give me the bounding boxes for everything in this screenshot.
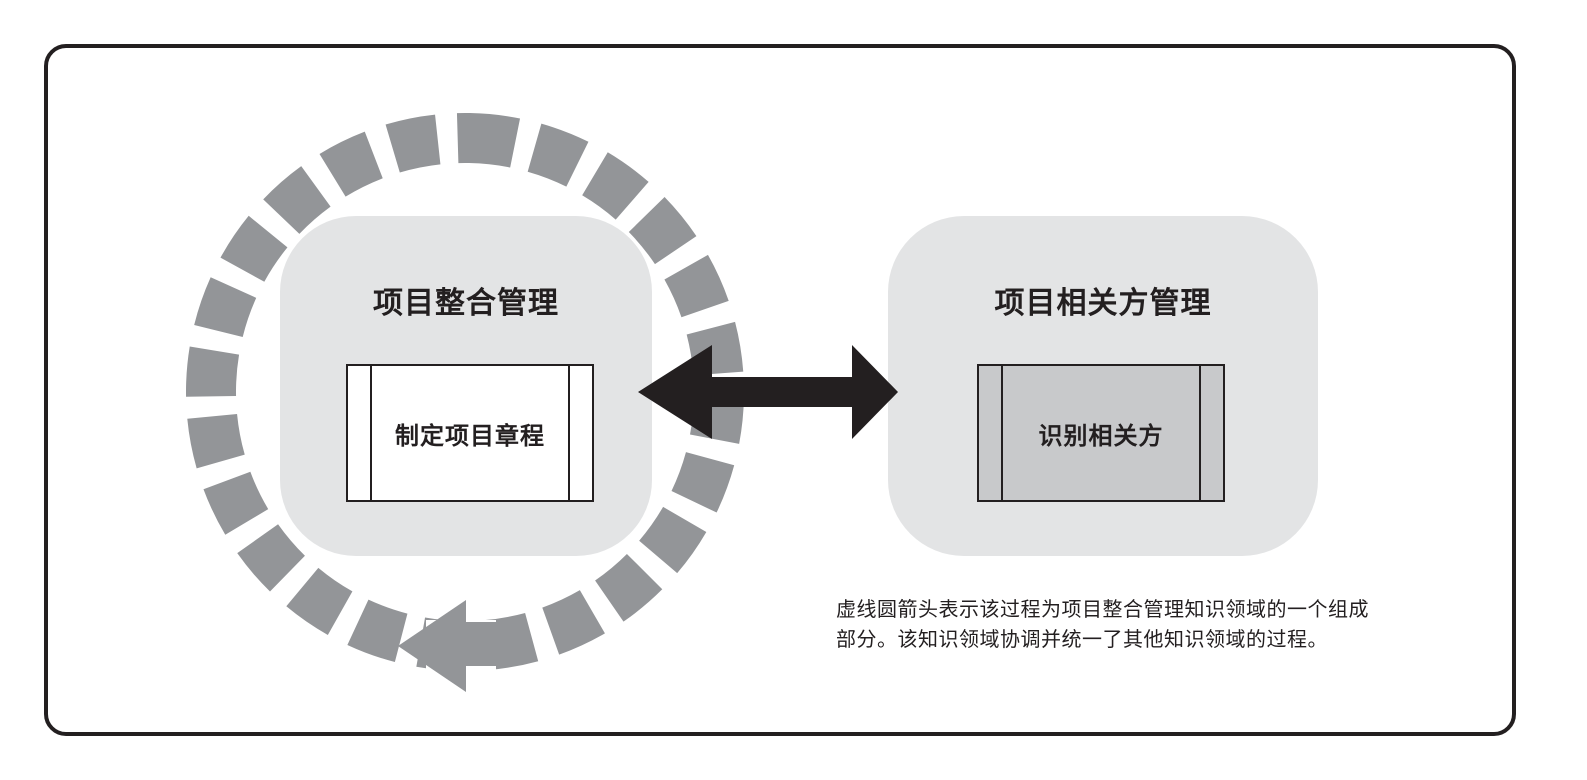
process-left-bar: [370, 366, 372, 500]
diagram-frame: [44, 44, 1516, 736]
process-label-stakeholders: 识别相关方: [1038, 421, 1164, 450]
process-right-bar: [1199, 366, 1201, 500]
process-right-bar: [568, 366, 570, 500]
process-identify-stakeholders: 识别相关方: [977, 364, 1225, 502]
double-headed-arrow-icon: [638, 345, 898, 439]
process-left-bar: [1001, 366, 1003, 500]
legend-caption: 虚线圆箭头表示该过程为项目整合管理知识领域的一个组成部分。该知识领域协调并统一了…: [836, 597, 1369, 651]
area-title-stakeholder: 项目相关方管理: [994, 286, 1212, 321]
process-develop-project-charter: 制定项目章程: [346, 364, 594, 502]
area-title-integration: 项目整合管理: [373, 286, 559, 321]
process-label-charter: 制定项目章程: [395, 421, 545, 450]
